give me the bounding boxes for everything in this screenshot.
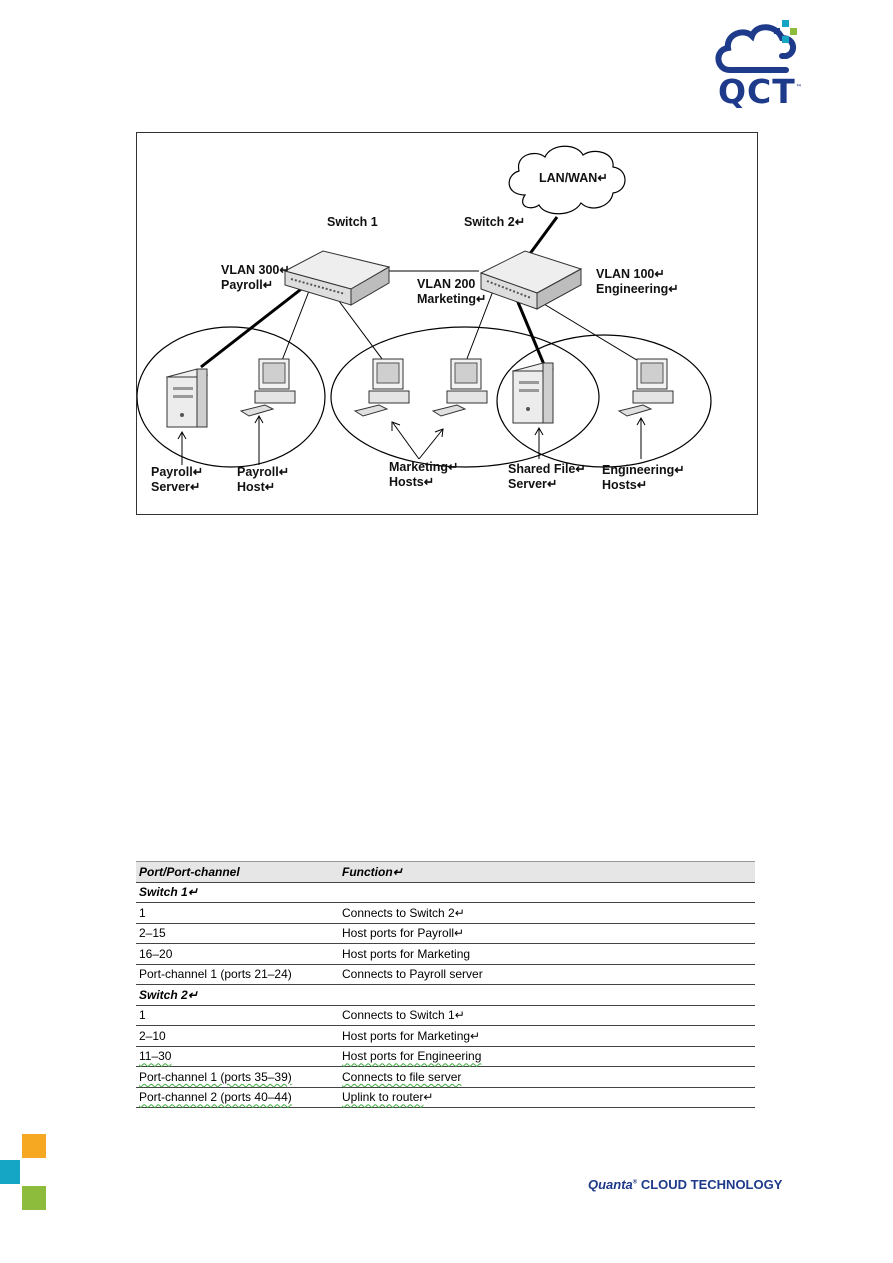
switch1-label: Switch 1: [327, 215, 378, 229]
table-row: Port-channel 1 (ports 35–39) Connects to…: [136, 1066, 755, 1088]
section-row-switch1: Switch 1↵: [136, 882, 755, 903]
switch1-icon: [283, 250, 391, 306]
green-square: [22, 1186, 46, 1210]
network-topology-graphic: [137, 145, 712, 468]
table-row: 1 Connects to Switch 1↵: [136, 1005, 755, 1026]
lan-wan-cloud-icon: [508, 145, 626, 215]
vlan300-label: VLAN 300↵Payroll↵: [221, 263, 290, 292]
switch2-icon: [479, 250, 583, 310]
vlan100-label: VLAN 100↵Engineering↵: [596, 267, 679, 296]
table-row: 11–30 Host ports for Engineering: [136, 1046, 755, 1067]
port-function-table: Port/Port-channel Function↵ Switch 1↵ 1 …: [136, 861, 755, 1108]
vlan200-ellipse: [330, 326, 600, 468]
marketing-host-1-icon: [353, 358, 410, 417]
payroll-host-icon: [239, 358, 296, 417]
switch2-label: Switch 2↵: [464, 215, 526, 229]
payroll-server-icon: [165, 368, 209, 428]
table-row: Port-channel 1 (ports 21–24) Connects to…: [136, 964, 755, 985]
engineering-hosts-label: Engineering↵Hosts↵: [602, 463, 685, 492]
table-row: 2–10 Host ports for Marketing↵: [136, 1025, 755, 1047]
table-row: Port-channel 2 (ports 40–44) Uplink to r…: [136, 1087, 755, 1108]
corner-decoration: [0, 1134, 46, 1210]
qct-cloud-icon: [715, 20, 797, 73]
column-header-function: Function↵: [339, 861, 755, 883]
payroll-host-label: Payroll↵Host↵: [237, 465, 290, 494]
lan-wan-label: LAN/WAN↵: [539, 171, 608, 185]
table-row: 1 Connects to Switch 2↵: [136, 902, 755, 924]
vlan100-ellipse: [496, 334, 712, 468]
column-header-port: Port/Port-channel: [136, 861, 339, 883]
marketing-hosts-label: Marketing↵Hosts↵: [389, 460, 459, 489]
engineering-host-icon: [617, 358, 674, 417]
network-diagram: LAN/WAN↵ Switch 1 Switch 2↵ VLAN 300↵Pay…: [136, 132, 758, 515]
orange-square: [22, 1134, 46, 1158]
teal-square: [0, 1160, 20, 1184]
payroll-server-label: Payroll↵Server↵: [151, 465, 204, 494]
qct-logo: QCT™: [712, 14, 802, 112]
section-row-switch2: Switch 2↵: [136, 984, 755, 1006]
qct-logo-text: QCT™: [718, 72, 803, 111]
vlan300-ellipse: [137, 326, 326, 468]
footer-brand: Quanta® CLOUD TECHNOLOGY: [588, 1177, 783, 1192]
table-row: 16–20 Host ports for Marketing: [136, 943, 755, 965]
marketing-host-2-icon: [431, 358, 488, 417]
file-server-icon: [511, 362, 555, 424]
shared-file-server-label: Shared File↵Server↵: [508, 462, 586, 491]
table-header-row: Port/Port-channel Function↵: [136, 861, 755, 883]
table-row: 2–15 Host ports for Payroll↵: [136, 923, 755, 944]
